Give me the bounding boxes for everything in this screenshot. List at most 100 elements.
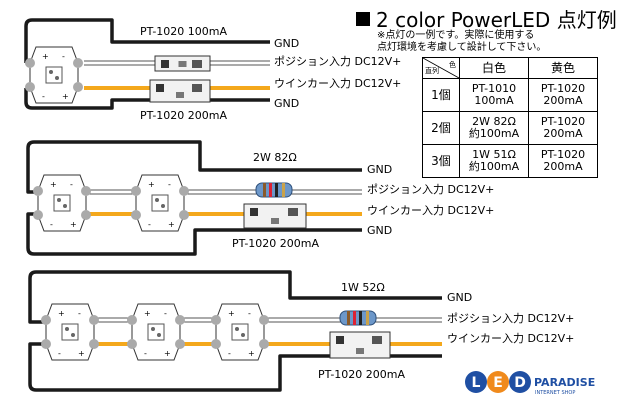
led-die	[235, 327, 239, 331]
led-pad	[73, 58, 83, 68]
led-die	[161, 204, 165, 208]
led-plus-mark: +	[228, 309, 235, 318]
table-corner-cell: 色 直列	[422, 57, 460, 79]
cell-line: 約100mA	[468, 160, 520, 173]
d1-gnd-top-label: GND	[274, 37, 299, 50]
led-pad	[89, 339, 99, 349]
led-die	[49, 70, 53, 74]
d1-driver-bottom-label: PT-1020 200mA	[140, 109, 228, 122]
cell-line: 約100mA	[468, 127, 520, 140]
resistor-band	[282, 183, 285, 197]
led-chip	[151, 194, 169, 212]
led-plus-mark: +	[62, 92, 69, 101]
title-square-icon	[356, 12, 370, 26]
d1-position-label: ポジション入力 DC12V+	[274, 55, 401, 68]
driver-chip	[156, 84, 164, 92]
led-minus-mark: -	[78, 309, 81, 318]
led-die	[55, 76, 59, 80]
corner-color-label: 色	[449, 61, 456, 69]
led-pad	[211, 315, 221, 325]
led-minus-mark: -	[70, 180, 73, 189]
d3-gnd-bottom-wire	[28, 342, 442, 392]
led-plus-mark: +	[42, 52, 49, 61]
led-module: +--+	[127, 303, 185, 361]
led-plus-mark: +	[78, 349, 85, 358]
cell-line: 100mA	[474, 94, 514, 107]
logo-letter-e: E	[493, 375, 503, 391]
led-plus-mark: +	[168, 220, 175, 229]
d3-position-label: ポジション入力 DC12V+	[447, 312, 574, 325]
led-plus-mark: +	[50, 180, 57, 189]
driver-chip	[336, 336, 344, 344]
d3-driver-label: PT-1020 200mA	[318, 368, 406, 381]
logo-circle-e	[487, 371, 509, 393]
led-pad	[211, 339, 221, 349]
cell-line: 2W 82Ω	[472, 115, 516, 128]
wiring-diagram: +--++--++--++--++--++--+ PT-1020 100mA P…	[24, 18, 595, 396]
driver-chip	[176, 92, 184, 98]
led-minus-mark: -	[164, 309, 167, 318]
d2-resistor-label: 2W 82Ω	[253, 151, 297, 164]
led-chip	[61, 323, 79, 341]
d1-gnd-bottom-wire	[24, 88, 270, 110]
driver-chip	[192, 84, 202, 92]
driver-module	[243, 203, 307, 229]
d2-driver-label: PT-1020 200mA	[232, 237, 320, 250]
led-minus-mark: -	[148, 220, 151, 229]
resistor-band	[275, 183, 278, 197]
page-title: 2 color PowerLED 点灯例	[356, 4, 617, 33]
led-minus-mark: -	[62, 52, 65, 61]
led-die	[71, 333, 75, 337]
led-minus-mark: -	[228, 349, 231, 358]
resistor-body	[339, 310, 377, 326]
logo-sub: INTERNET SHOP	[535, 390, 575, 396]
d1-winker-label: ウインカー入力 DC12V+	[274, 77, 401, 90]
d2-position-label: ポジション入力 DC12V+	[367, 183, 494, 196]
led-module: +--+	[211, 303, 269, 361]
logo-letter-d: D	[514, 375, 526, 391]
resistor	[339, 310, 377, 326]
led-pad	[89, 315, 99, 325]
led-die	[241, 333, 245, 337]
row-count: 3個	[422, 144, 460, 178]
cell-line: PT-1020	[540, 82, 586, 95]
logo-letter-l: L	[472, 375, 481, 391]
led-module: +--+	[41, 303, 99, 361]
d3-gnd-top-label: GND	[447, 291, 472, 304]
led-die	[63, 204, 67, 208]
led-pad	[179, 210, 189, 220]
d3-gnd-top-wire	[28, 270, 442, 324]
led-minus-mark: -	[144, 349, 147, 358]
led-pad	[179, 186, 189, 196]
led-die	[155, 198, 159, 202]
led-pad	[131, 210, 141, 220]
led-pad	[131, 186, 141, 196]
led-pad	[81, 210, 91, 220]
led-pad	[175, 315, 185, 325]
d1-gnd-top-wire	[24, 18, 270, 63]
led-plus-mark: +	[58, 309, 65, 318]
resistor-band	[269, 183, 272, 197]
driver-chip	[178, 61, 187, 67]
resistor	[255, 182, 293, 198]
led-pad	[41, 339, 51, 349]
driver-chip	[250, 208, 258, 216]
diagram-canvas: +--++--++--++--++--++--+ PT-1020 100mA P…	[24, 8, 617, 396]
component-layer: +--++--++--++--++--++--+	[25, 46, 391, 361]
row-count: 1個	[422, 78, 460, 112]
driver-chip	[288, 208, 298, 216]
led-pad	[33, 210, 43, 220]
d2-gnd-top-wire	[26, 140, 362, 194]
led-pad	[259, 339, 269, 349]
cell-line: PT-1020	[540, 148, 586, 161]
resistor-band	[353, 311, 356, 325]
column-header-yellow: 黄色	[528, 57, 598, 79]
d1-gnd-bottom-label: GND	[274, 97, 299, 110]
d3-resistor-label: 1W 52Ω	[341, 281, 385, 294]
cell-line: 200mA	[543, 160, 583, 173]
